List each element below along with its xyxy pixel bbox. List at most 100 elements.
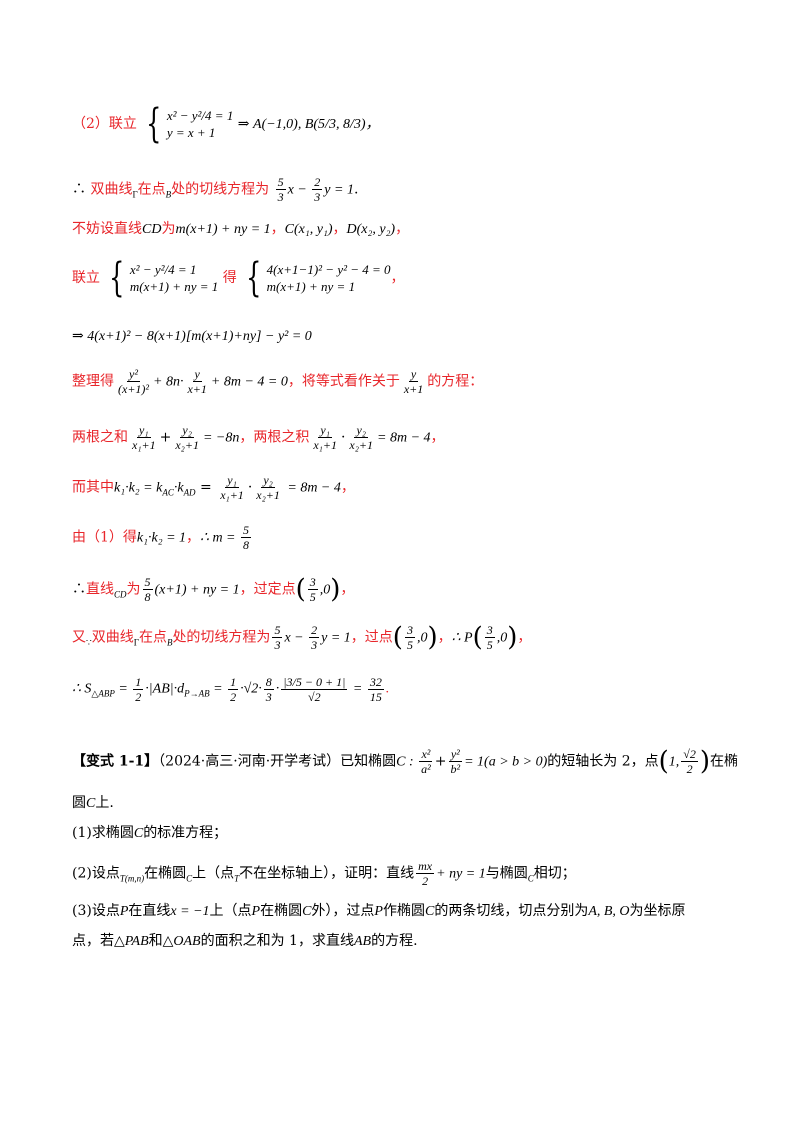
math-text: m(x+1) + ny = 1 bbox=[175, 222, 271, 237]
math-text: = bbox=[349, 681, 366, 697]
math-text: 外），过点 bbox=[311, 903, 375, 919]
math-text: 8 bbox=[144, 590, 151, 604]
math-text: 的标准方程； bbox=[143, 825, 228, 841]
math-text: ， bbox=[340, 581, 355, 598]
math-text: 点，若 bbox=[72, 933, 114, 949]
problem-part-3-cont: 点，若△PAB和△OAB的面积之和为 1，求直线AB的方程. bbox=[72, 934, 418, 949]
math-symbol: ) bbox=[699, 746, 711, 777]
math-text: 不在坐标轴上），证明：直线 bbox=[239, 865, 415, 882]
math-text: △PAB bbox=[114, 934, 149, 949]
math-text: 5 bbox=[272, 623, 283, 638]
math-text: C bbox=[424, 904, 435, 919]
math-text: = −8n bbox=[202, 430, 240, 446]
math-text: = bbox=[209, 681, 227, 697]
text: （2）联立 bbox=[72, 116, 137, 132]
math-text: 为 bbox=[161, 221, 176, 237]
math-symbol: ( bbox=[658, 746, 669, 777]
math-text: 与椭圆 bbox=[485, 865, 528, 882]
math-text: 双曲线 bbox=[91, 629, 134, 646]
math-text: 圆 bbox=[72, 795, 86, 811]
math-text: 2 bbox=[230, 690, 237, 704]
math: y = 1 bbox=[324, 182, 354, 198]
math-text: 5 bbox=[275, 175, 286, 190]
math-text: 上（点 bbox=[192, 865, 235, 882]
fraction: |3/5 − 0 + 1|√2 bbox=[281, 675, 348, 703]
math-text: ， bbox=[395, 221, 410, 237]
math-text: Γ bbox=[133, 637, 139, 648]
math-text: B bbox=[166, 637, 173, 648]
problem-line-2: 圆C上. bbox=[72, 796, 114, 811]
math-text: 2 bbox=[312, 175, 323, 190]
math-text: 5 bbox=[142, 575, 153, 590]
math-text: C bbox=[133, 826, 144, 841]
math-text: ·√2· bbox=[240, 681, 262, 697]
math-text: ， bbox=[390, 270, 405, 286]
math-text: |3/5 − 0 + 1| bbox=[281, 675, 348, 690]
math-text: 又 bbox=[72, 629, 86, 646]
math-text: 在椭 bbox=[710, 753, 739, 770]
math-text: 5 bbox=[241, 523, 251, 538]
math-text: + bbox=[434, 753, 447, 770]
math-text: AC bbox=[162, 487, 174, 498]
math-text: 的短轴长为 2，点 bbox=[547, 753, 659, 770]
math-symbol: ) bbox=[330, 574, 341, 605]
math-text: a² bbox=[421, 762, 431, 776]
math-text: ， bbox=[517, 629, 532, 646]
math-text: 3 bbox=[311, 638, 318, 652]
gamma: Γ bbox=[132, 189, 138, 200]
math-text: 的面积之和为 1，求直线 bbox=[200, 933, 354, 949]
math-text: 整理得 bbox=[72, 373, 114, 390]
math-text: x = −1 bbox=[170, 904, 210, 919]
math-text: 3 bbox=[277, 190, 284, 204]
math-text: P bbox=[374, 904, 383, 919]
math-text: 处的切线方程为 bbox=[172, 629, 271, 646]
math-text: x+1 bbox=[403, 382, 424, 396]
math-text: 1 bbox=[133, 675, 144, 690]
math-text: 不妨设直线 bbox=[72, 221, 142, 237]
math-text: 3 bbox=[314, 190, 321, 204]
math-text: √2 bbox=[681, 747, 698, 762]
math-text: m(x+1) + ny = 1 bbox=[266, 279, 356, 294]
math-text: 在点 bbox=[138, 629, 167, 646]
math-text: (x+1)² bbox=[118, 382, 150, 396]
math-text: x² bbox=[419, 747, 433, 762]
math-text: y₁ bbox=[318, 423, 332, 438]
math-text: x² − y²/4 = 1 bbox=[129, 262, 197, 277]
eq-row: x² − y²/4 = 1 bbox=[166, 108, 234, 123]
math-text: ， bbox=[437, 629, 452, 646]
math-text: mx bbox=[416, 859, 435, 874]
math-text: + ny = 1 bbox=[436, 866, 486, 882]
problem-part-1: (1)求椭圆C的标准方程； bbox=[72, 826, 227, 841]
math-text: T bbox=[234, 873, 240, 884]
math-text: y² bbox=[127, 367, 140, 382]
math-text: 2 bbox=[422, 874, 429, 888]
math-text: CD bbox=[114, 589, 127, 600]
math-text: x₂+1 bbox=[175, 438, 199, 452]
math-text: 3 bbox=[404, 623, 415, 638]
point-label: B bbox=[165, 189, 172, 200]
math-text: ∵ bbox=[86, 638, 92, 649]
math-text: （2024·高三·河南·开学考试）已知椭圆 bbox=[158, 753, 397, 770]
math-text: 为坐标原 bbox=[629, 903, 686, 919]
math-symbol: ( bbox=[472, 622, 483, 653]
math-text: k₁·k₂ = 1 bbox=[136, 530, 187, 546]
math-text: 联立 bbox=[72, 270, 100, 286]
math-text: ， bbox=[186, 529, 201, 546]
